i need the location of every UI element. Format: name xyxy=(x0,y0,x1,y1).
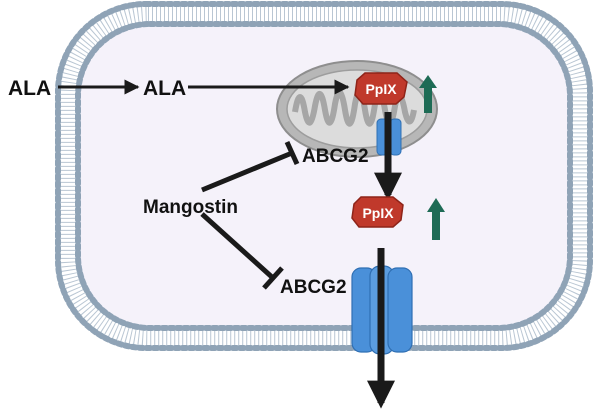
up-arrow-icon xyxy=(427,198,445,240)
inhibit-membrane-abcg2-line xyxy=(200,212,275,280)
abcg2-transporter-icon xyxy=(351,265,413,355)
inhibit-bar xyxy=(262,266,284,290)
mangostin-label: Mangostin xyxy=(143,197,238,218)
ppix-molecule-icon: PpIX xyxy=(351,196,404,228)
ppix-mito-label: PpIX xyxy=(365,81,397,97)
cell-membrane xyxy=(55,1,593,351)
mitochondrion-icon xyxy=(276,60,438,158)
membrane-outer-leaflet xyxy=(55,1,593,351)
ppix-molecule-icon: PpIX xyxy=(354,72,408,105)
up-arrow-icon xyxy=(419,75,437,113)
flow-arrows xyxy=(58,79,402,409)
ppix-cyto-label: PpIX xyxy=(362,205,394,221)
membrane-lipid-tails xyxy=(57,3,591,349)
inhibition-lines xyxy=(200,140,300,290)
ala-inside-label: ALA xyxy=(143,77,186,100)
membrane-inner-leaflet xyxy=(75,21,573,331)
inhibit-mito-abcg2-line xyxy=(201,150,293,193)
abcg2-mito-label: ABCG2 xyxy=(302,146,369,167)
inhibit-bar xyxy=(284,140,300,166)
ala-outside-label: ALA xyxy=(8,77,51,100)
abcg2-membrane-label: ABCG2 xyxy=(280,277,347,298)
